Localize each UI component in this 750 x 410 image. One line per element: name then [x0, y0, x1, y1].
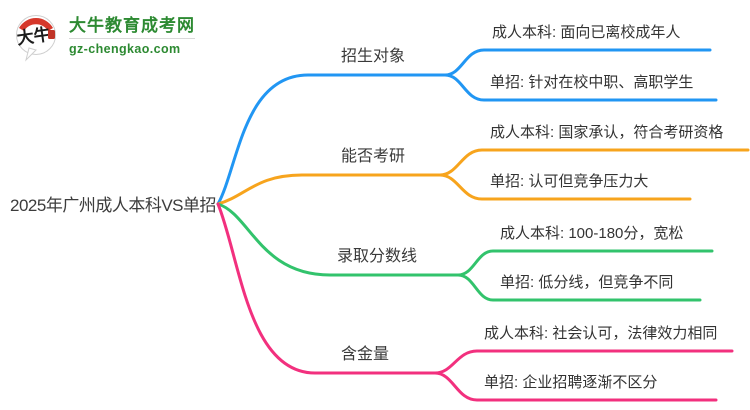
brand-domain: gz-chengkao.com: [69, 37, 195, 57]
branch-line-postgrad-child1: [438, 148, 750, 177]
branch-line-scoreline: [216, 202, 460, 277]
brand-title: 大牛教育成考网: [69, 15, 195, 35]
branch-line-postgrad: [216, 173, 442, 206]
branch-line-scoreline-child2: [456, 273, 702, 302]
branch-label-postgrad: 能否考研: [340, 148, 406, 165]
branch-label-scoreline: 录取分数线: [336, 248, 418, 265]
branch-line-value-child1: [433, 349, 734, 375]
child-node-postgrad-danzhao: 单招: 认可但竞争压力大: [490, 173, 649, 190]
branch-line-enrollment-child1: [443, 48, 712, 77]
branch-label-value: 含金量: [340, 346, 390, 363]
branch-line-postgrad-child2: [438, 173, 692, 201]
branch-line-enrollment-child2: [443, 73, 718, 102]
child-node-scoreline-danzhao: 单招: 低分线，但竞争不同: [500, 274, 674, 291]
daniu-logo-icon: 大牛: [12, 10, 60, 62]
child-node-scoreline-adult: 成人本科: 100-180分，宽松: [500, 225, 684, 242]
child-node-value-danzhao: 单招: 企业招聘逐渐不区分: [484, 374, 658, 391]
branch-line-value-child2: [433, 371, 718, 402]
branch-line-enrollment: [216, 73, 447, 206]
branch-label-enrollment: 招生对象: [340, 48, 406, 65]
svg-text:大牛: 大牛: [15, 24, 51, 49]
child-node-enrollment-danzhao: 单招: 针对在校中职、高职学生: [490, 74, 694, 91]
child-node-postgrad-adult: 成人本科: 国家承认，符合考研资格: [490, 124, 724, 141]
branch-line-value: [216, 202, 437, 375]
logo-text-block: 大牛教育成考网 gz-chengkao.com: [69, 16, 195, 57]
child-node-enrollment-adult: 成人本科: 面向已离校成年人: [492, 24, 681, 41]
branch-line-scoreline-child1: [456, 249, 714, 277]
site-logo: 大牛 大牛教育成考网 gz-chengkao.com: [12, 10, 195, 62]
child-node-value-adult: 成人本科: 社会认可，法律效力相同: [484, 325, 718, 342]
root-topic: 2025年广州成人本科VS单招: [10, 196, 217, 215]
